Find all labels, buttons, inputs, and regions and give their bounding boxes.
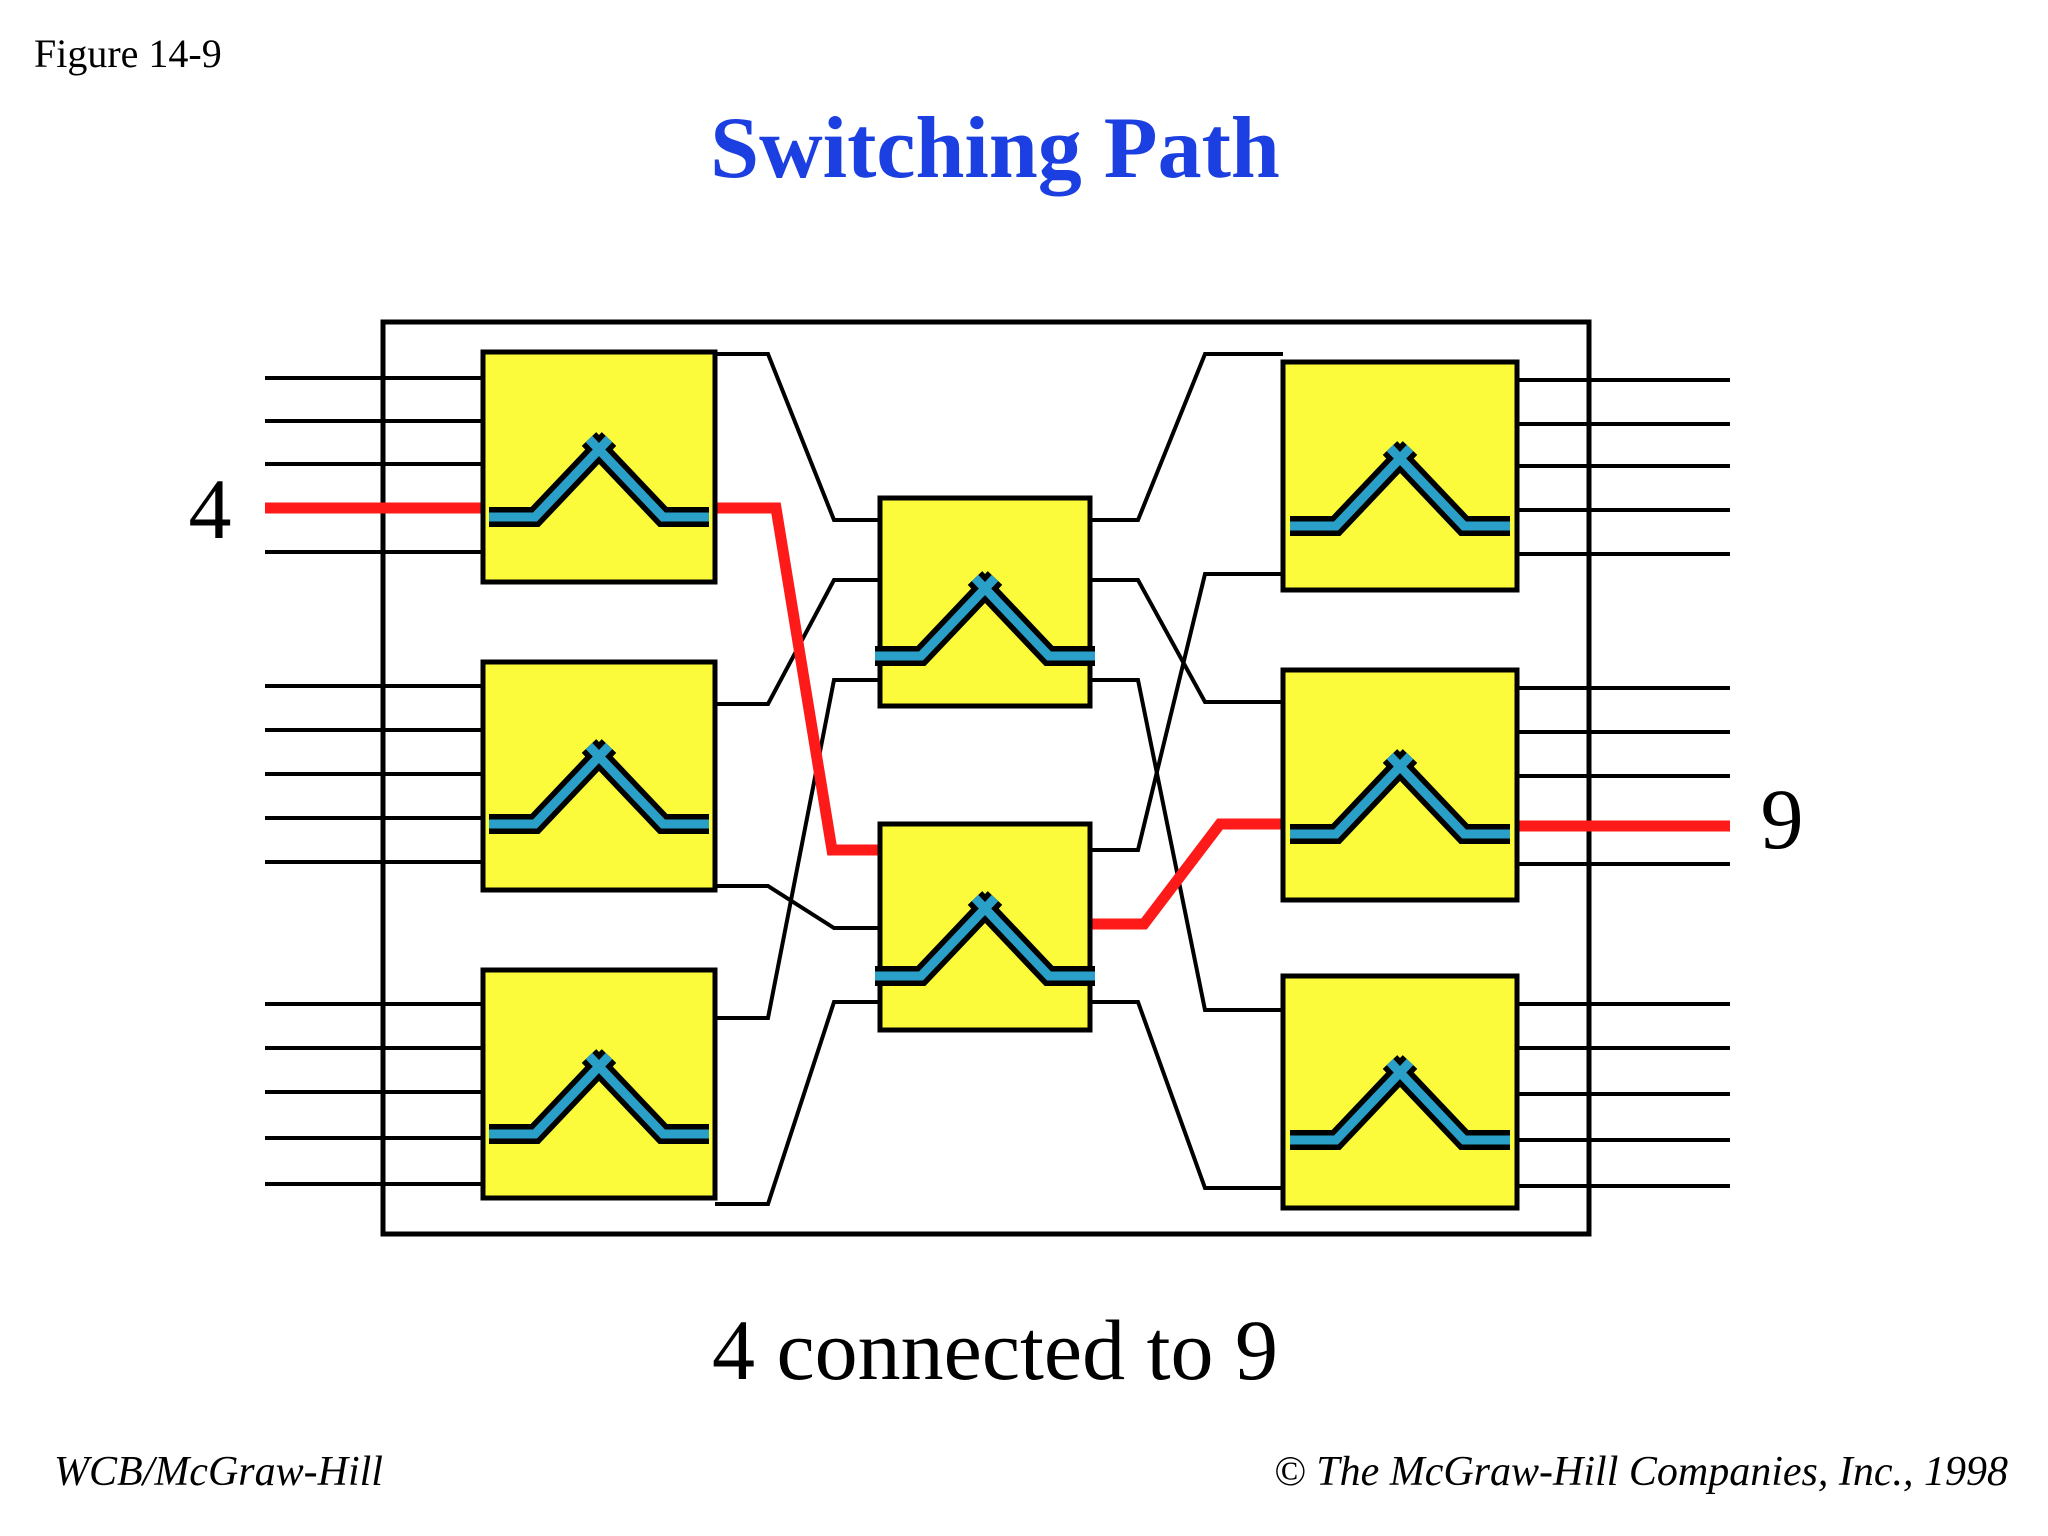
switch-stage3-1 xyxy=(1283,359,1517,593)
copyright-text: The McGraw-Hill Companies, Inc., 1998 xyxy=(1316,1449,2008,1495)
switch-stage2-1 xyxy=(875,495,1095,709)
switch-stage1-2 xyxy=(483,659,715,893)
switch-stage1-1 xyxy=(483,349,715,585)
output-label: 9 xyxy=(1761,771,1804,867)
input-label: 4 xyxy=(189,461,232,557)
copyright-symbol: © xyxy=(1273,1449,1306,1495)
diagram-caption: 4 connected to 9 xyxy=(712,1302,1278,1398)
copyright-notice: © The McGraw-Hill Companies, Inc., 1998 xyxy=(1274,1448,2008,1496)
diagram-title: Switching Path xyxy=(710,100,1280,197)
switch-stage1-3 xyxy=(483,967,715,1201)
publisher-label: WCB/McGraw-Hill xyxy=(54,1449,383,1495)
switch-stage3-2 xyxy=(1283,667,1517,903)
input-lines xyxy=(265,376,483,1186)
internal-links xyxy=(715,352,1283,1206)
switch-stage3-3 xyxy=(1283,973,1517,1211)
output-lines xyxy=(1517,378,1730,1188)
switching-path xyxy=(265,502,1730,930)
figure-label: Figure 14-9 xyxy=(34,31,222,76)
switch-stage2-2 xyxy=(875,821,1095,1033)
